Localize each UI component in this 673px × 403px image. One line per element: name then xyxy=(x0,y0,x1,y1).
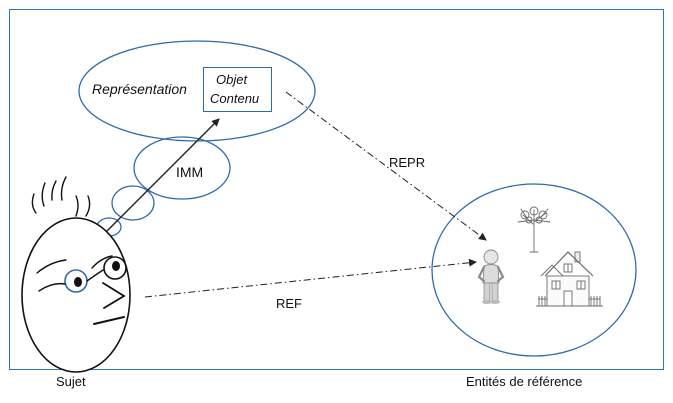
imm-arrow xyxy=(99,118,220,239)
cartoon-face-icon xyxy=(21,176,131,373)
subject-label: Sujet xyxy=(56,374,86,389)
diagram-frame xyxy=(9,9,664,370)
person-icon xyxy=(477,249,505,304)
thought-bubble-medium xyxy=(133,136,231,200)
entities-ellipse xyxy=(431,183,637,357)
object-label: Objet xyxy=(216,72,248,87)
repr-arrow xyxy=(285,91,487,241)
imm-label: IMM xyxy=(176,164,204,180)
representation-label: Représentation xyxy=(92,81,187,97)
house-icon xyxy=(536,251,603,307)
content-label: Contenu xyxy=(210,91,260,106)
ref-arrow xyxy=(144,258,477,298)
ref-label: REF xyxy=(276,296,302,311)
object-content-box xyxy=(203,67,272,112)
thought-bubble-small xyxy=(111,185,155,221)
reference-entities-label: Entités de référence xyxy=(466,374,583,389)
repr-label: REPR xyxy=(389,155,426,170)
tree-icon xyxy=(517,206,551,253)
